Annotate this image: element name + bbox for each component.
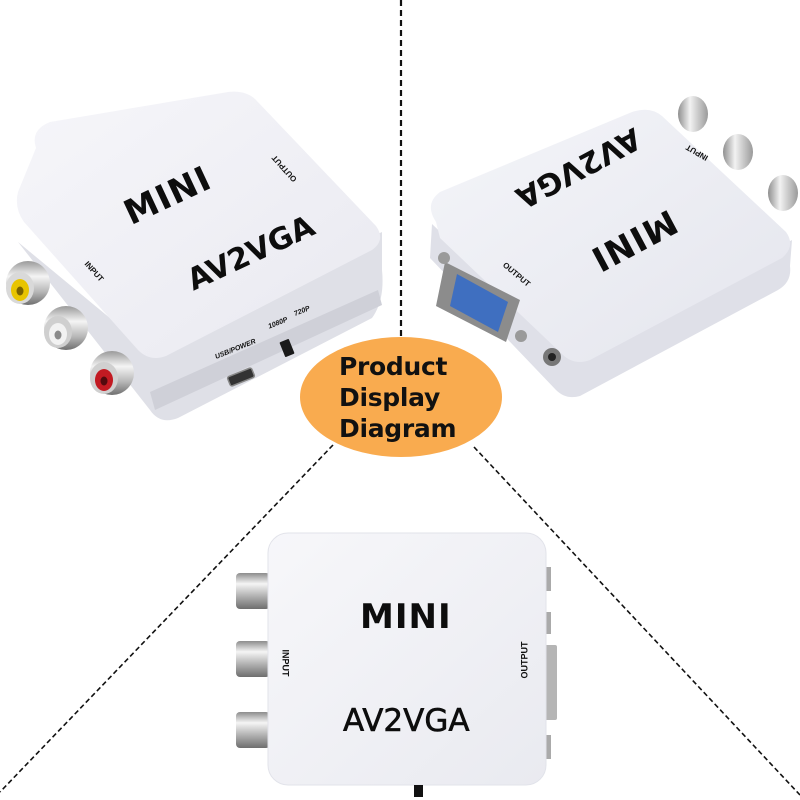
input-label: INPUT <box>280 649 291 677</box>
resolution-switch <box>414 785 423 797</box>
output-label: OUTPUT <box>519 641 530 679</box>
connector-line-bottom-left <box>0 444 334 793</box>
product-display-badge: Product Display Diagram <box>300 337 502 457</box>
rca-jack-red <box>90 351 134 395</box>
rca-jack-yellow <box>6 261 50 305</box>
resolution-switch <box>279 339 295 357</box>
badge-line-2: Display <box>339 382 440 412</box>
mini-usb-port <box>226 367 256 387</box>
rca-jack-white <box>44 306 88 350</box>
rca-jack <box>678 96 708 132</box>
rca-jack <box>236 712 270 748</box>
rca-jack <box>768 175 798 211</box>
rca-jack <box>236 573 270 609</box>
badge-line-3: Diagram <box>339 413 457 443</box>
vga-port <box>436 252 527 342</box>
brand-label: MINI <box>360 597 452 637</box>
badge-line-1: Product <box>339 351 448 381</box>
rca-jack <box>236 641 270 677</box>
model-label: AV2VGA <box>343 703 470 740</box>
rca-jack <box>723 134 753 170</box>
